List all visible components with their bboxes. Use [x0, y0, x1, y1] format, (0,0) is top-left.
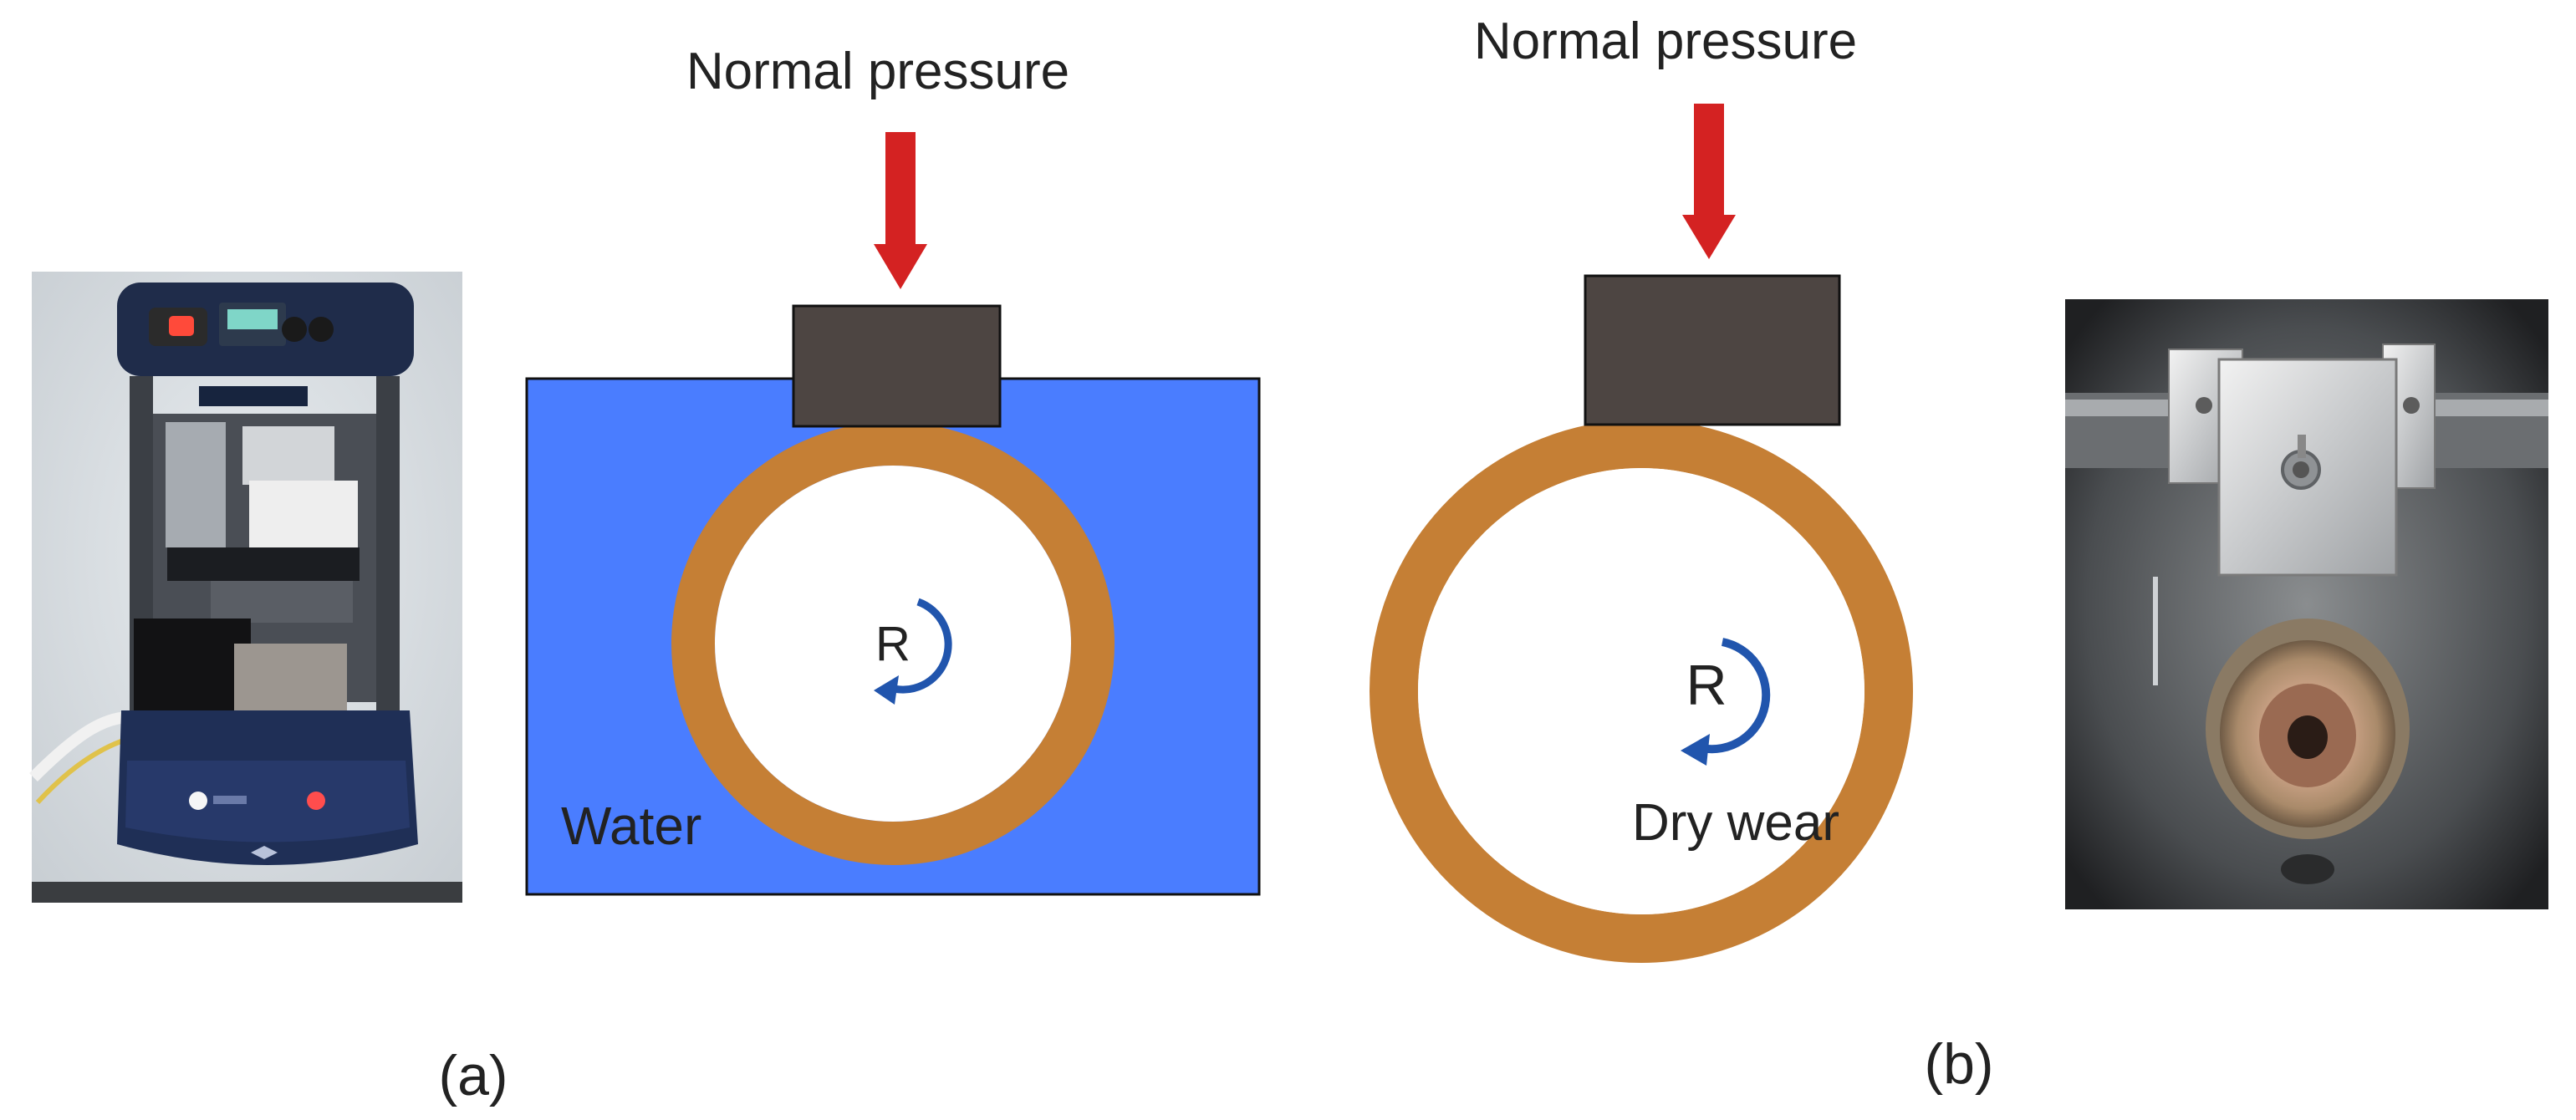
specimen-photo	[2065, 299, 2548, 909]
panel-b-rotation-label: R	[1686, 654, 1727, 717]
panel-a-medium-label: Water	[561, 796, 701, 856]
panel-b-condition-label: Dry wear	[1632, 794, 1839, 852]
ring-specimen	[1370, 420, 1913, 963]
panel-a-force-label: Normal pressure	[686, 43, 1069, 100]
ring-specimen	[671, 422, 1115, 865]
block-specimen	[1584, 274, 1841, 426]
ring-inner	[715, 466, 1071, 822]
panel-a-rotation-label: R	[875, 617, 911, 671]
normal-pressure-arrow	[1682, 104, 1736, 259]
normal-pressure-arrow	[874, 132, 927, 289]
tribometer-photo	[29, 272, 462, 903]
panel-b-schematic	[1370, 104, 1913, 963]
rotation-arrow	[1681, 638, 1771, 766]
panel-a-schematic	[525, 132, 1261, 896]
ring-inner	[1418, 468, 1864, 914]
panel-b-caption: (b)	[1924, 1032, 1993, 1096]
block-specimen	[792, 304, 1002, 428]
panel-b-force-label: Normal pressure	[1474, 13, 1857, 70]
rotation-arrow	[874, 598, 952, 705]
panel-a-caption: (a)	[438, 1044, 508, 1107]
